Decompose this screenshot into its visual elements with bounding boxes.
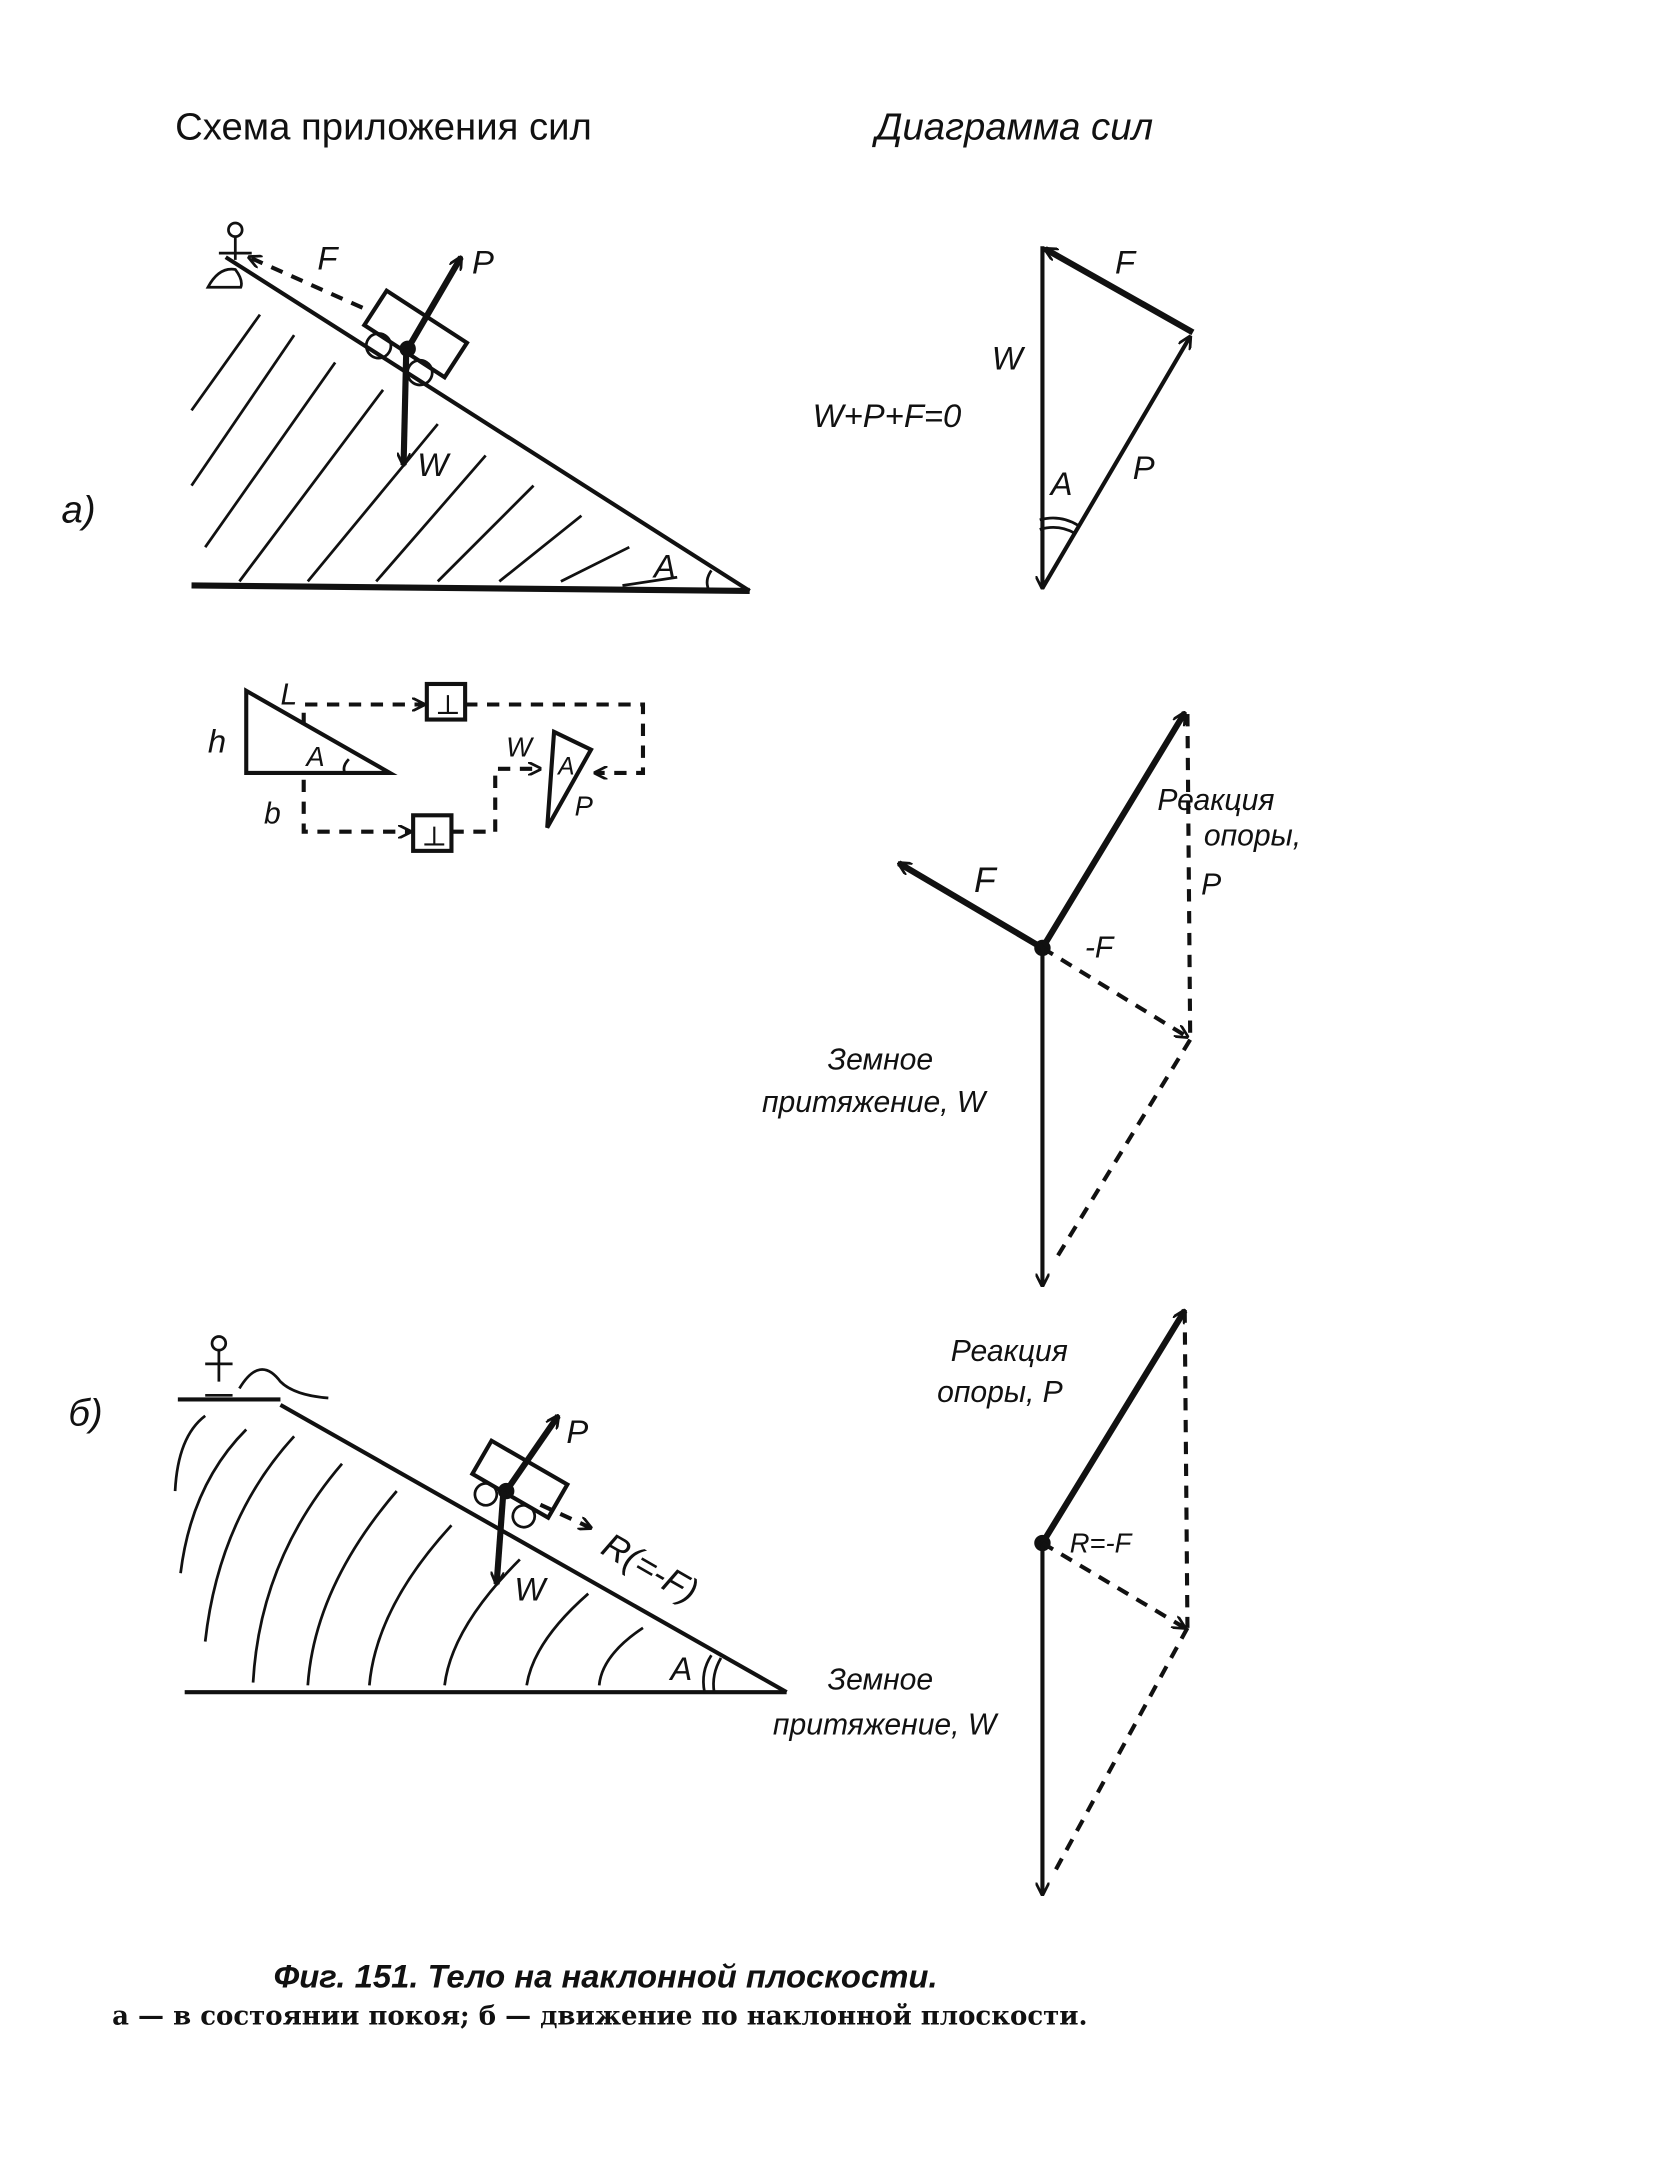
figure-caption-subtitle: а — в состоянии покоя; б — движение по н… bbox=[112, 2002, 1087, 2032]
label-R: R=-F bbox=[1070, 1528, 1133, 1559]
label-minus-F: -F bbox=[1085, 932, 1115, 965]
hatching bbox=[190, 313, 678, 587]
panel-b-label: б) bbox=[68, 1391, 102, 1434]
angle-arc bbox=[702, 1654, 723, 1693]
label-F: F bbox=[1115, 244, 1137, 281]
label-R: R(=-F) bbox=[595, 1525, 705, 1611]
dashed-line bbox=[1054, 1038, 1192, 1260]
dashed-line bbox=[1185, 714, 1193, 1037]
vector-R bbox=[1041, 1541, 1184, 1628]
middle-force-diagram: F -F Реакция опоры, P Земное притяжение,… bbox=[762, 713, 1301, 1286]
label-gravity-W: притяжение, W bbox=[773, 1709, 999, 1742]
dashed-line bbox=[1051, 1626, 1190, 1876]
label-reaction: Реакция bbox=[1157, 784, 1274, 817]
slope-triangle bbox=[244, 687, 398, 775]
label-F: F bbox=[317, 239, 339, 276]
dashed-route bbox=[451, 769, 540, 834]
label-W: W bbox=[417, 446, 451, 483]
vector-P bbox=[1040, 337, 1190, 590]
vector-P bbox=[1039, 1311, 1188, 1545]
label-P: P bbox=[472, 244, 494, 281]
label-A: A bbox=[556, 753, 574, 780]
vector-F bbox=[899, 860, 1045, 951]
force-P-arrow bbox=[503, 1416, 561, 1493]
panel-b-scheme: б) P W R(=-F) A bbox=[68, 1335, 788, 1695]
label-F: F bbox=[974, 860, 998, 900]
vector-minus-F bbox=[1041, 946, 1187, 1037]
cart-icon bbox=[469, 1437, 571, 1529]
label-A: A bbox=[652, 547, 676, 584]
label-W: W bbox=[992, 339, 1026, 376]
force-R-arrow bbox=[539, 1502, 591, 1528]
equilibrium-equation: W+P+F=0 bbox=[813, 397, 962, 434]
angle-arc bbox=[342, 758, 350, 774]
label-b: b bbox=[264, 798, 281, 831]
panel-b-force-diagram: Реакция опоры, P R=-F Земное притяжение,… bbox=[773, 1310, 1190, 1895]
label-support-P: опоры, P bbox=[937, 1376, 1063, 1409]
label-gravity: Земное bbox=[828, 1663, 933, 1696]
person-icon bbox=[205, 221, 252, 289]
incline-slope bbox=[279, 1403, 788, 1694]
panel-a-scheme: а) F P W A bbox=[62, 221, 751, 595]
header-scheme: Схема приложения сил bbox=[175, 106, 592, 149]
header-diagram: Диаграмма сил bbox=[872, 106, 1154, 149]
label-L: L bbox=[280, 678, 297, 711]
vector-F bbox=[1045, 246, 1195, 336]
label-W: W bbox=[514, 1571, 548, 1608]
panel-a-label: а) bbox=[62, 489, 96, 532]
small-force-triangle bbox=[545, 728, 594, 829]
dashed-route bbox=[301, 779, 411, 832]
label-gravity: Земное bbox=[828, 1044, 933, 1077]
dashed-route bbox=[301, 704, 424, 726]
label-P: P bbox=[1201, 869, 1221, 902]
dashed-line bbox=[1182, 1310, 1190, 1628]
label-support: опоры, bbox=[1204, 819, 1301, 852]
angle-arc bbox=[1039, 516, 1079, 535]
label-A: A bbox=[1049, 465, 1073, 502]
label-reaction: Реакция bbox=[951, 1335, 1068, 1368]
label-gravity-W: притяжение, W bbox=[762, 1086, 988, 1119]
dashed-route bbox=[465, 702, 646, 772]
label-h: h bbox=[208, 722, 226, 759]
incline-slope bbox=[224, 255, 751, 593]
construction-sketch: L h A b ⊥ ⊥ W A P bbox=[208, 678, 646, 853]
vector-P bbox=[1039, 713, 1188, 950]
box-1 bbox=[424, 681, 468, 722]
force-P-arrow bbox=[405, 257, 464, 351]
figure-caption-title: Фиг. 151. Тело на наклонной плоскости. bbox=[274, 1958, 938, 1995]
panel-a-force-diagram: F W W+P+F=0 A P bbox=[813, 244, 1195, 590]
label-A: A bbox=[304, 741, 324, 772]
angle-arc bbox=[705, 569, 713, 591]
label-W: W bbox=[506, 731, 534, 762]
label-P: P bbox=[575, 790, 594, 821]
force-W-arrow bbox=[497, 1490, 507, 1584]
box-1-symbol: ⊥ bbox=[435, 690, 461, 721]
hatching bbox=[173, 1414, 644, 1686]
label-A: A bbox=[668, 1650, 692, 1687]
label-P: P bbox=[1133, 449, 1155, 486]
incline-base bbox=[191, 582, 750, 595]
force-W-arrow bbox=[404, 348, 407, 465]
person-icon bbox=[205, 1335, 329, 1400]
box-2-symbol: ⊥ bbox=[421, 821, 447, 852]
label-P: P bbox=[566, 1413, 588, 1450]
